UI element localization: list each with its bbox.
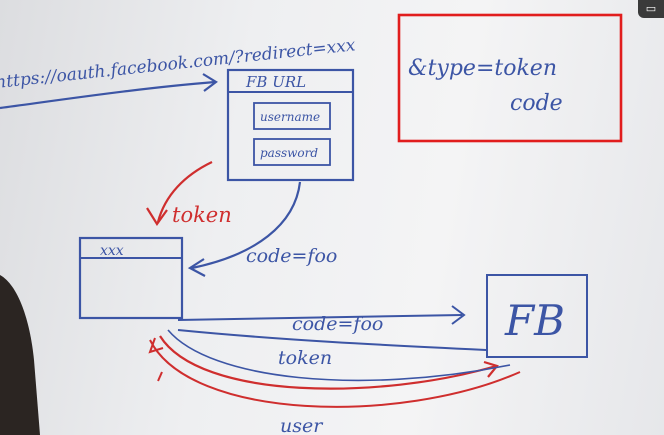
highlight-box — [397, 13, 623, 143]
red-curve-1-arrowhead — [483, 360, 499, 378]
token-arrowhead-top — [146, 207, 168, 226]
password-field — [253, 138, 331, 166]
code-label-mid: code=foo — [246, 245, 337, 267]
blue-curve — [167, 329, 511, 382]
token-return-line — [177, 329, 487, 351]
token-label-top: token — [172, 203, 232, 227]
username-field — [253, 102, 331, 130]
red-curve-2-arrowhead — [148, 337, 164, 354]
red-curve-1 — [159, 335, 497, 390]
code-to-fb-arrowhead — [451, 305, 466, 325]
code-alt-text: code — [510, 91, 563, 116]
code-arrow — [191, 181, 302, 270]
url-arrowhead — [202, 73, 218, 92]
url-arrow — [0, 80, 216, 110]
token-label-bottom: token — [278, 347, 332, 369]
fb-popup-title: FB URL — [245, 73, 306, 91]
password-label: password — [260, 146, 318, 160]
red-mark — [157, 371, 163, 382]
code-arrowhead — [187, 258, 206, 277]
fb-popup-window — [226, 68, 355, 182]
person-silhouette — [0, 275, 40, 435]
fb-server-box — [486, 274, 588, 358]
code-label-bottom: code=foo — [292, 313, 383, 335]
bottom-cut-label: user — [280, 415, 324, 435]
chat-icon[interactable]: ▭ — [638, 0, 664, 18]
username-label: username — [260, 110, 320, 124]
token-arrow-top — [156, 161, 213, 223]
app-window — [78, 236, 184, 320]
code-to-fb-line — [177, 314, 463, 321]
red-curve-2 — [149, 339, 521, 408]
type-token-text: &type=token — [408, 56, 557, 81]
fb-box-label: FB — [504, 296, 565, 345]
app-window-title: xxx — [100, 243, 124, 259]
